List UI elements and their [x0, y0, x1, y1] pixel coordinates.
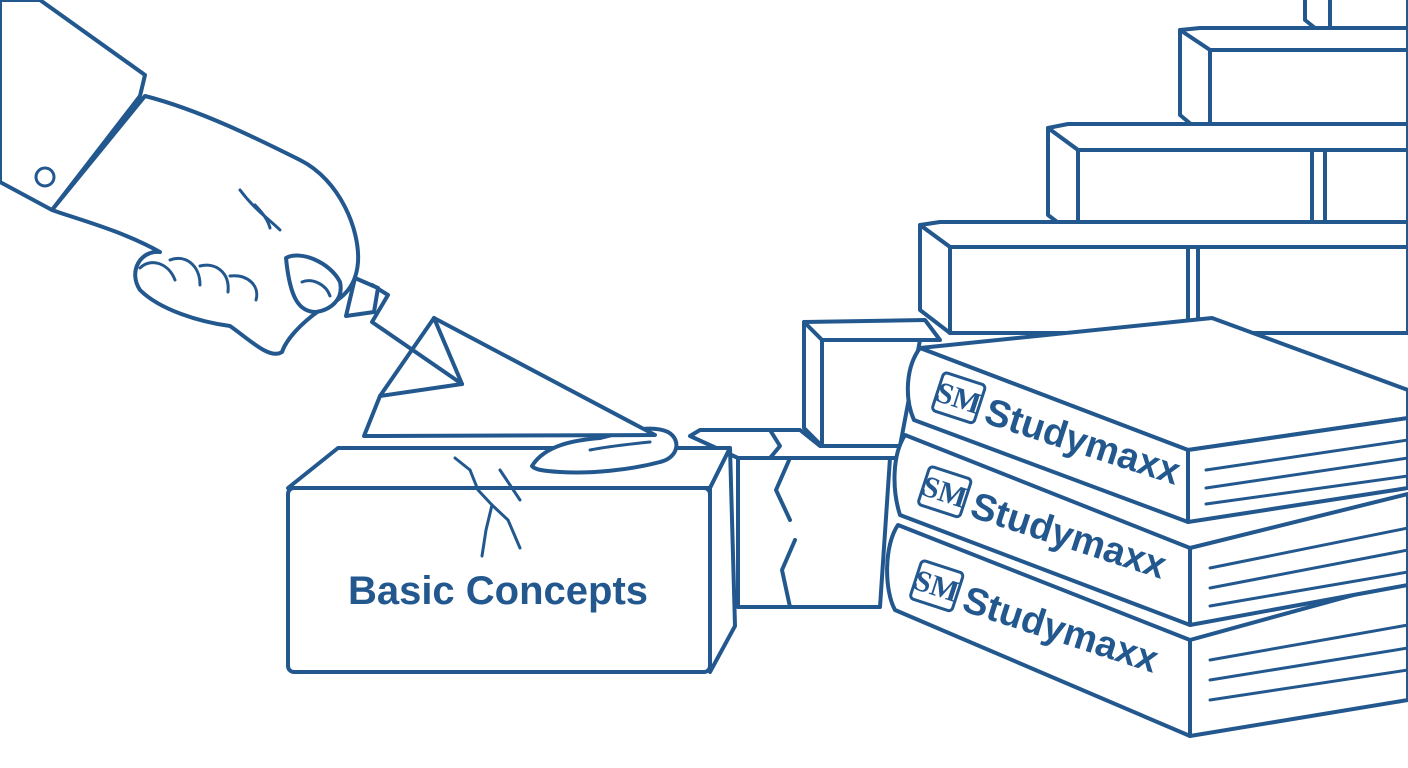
brick-wall-icon — [802, 0, 1408, 448]
book-stack-icon: SM Studymaxx SM Studymaxx — [885, 316, 1408, 738]
mortar-icon — [530, 426, 679, 475]
foundation-brick-label: Basic Concepts — [348, 569, 648, 613]
book-middle: SM Studymaxx — [892, 433, 1408, 627]
trowel-icon — [344, 276, 657, 438]
hand-icon — [0, 0, 361, 356]
book-top: SM Studymaxx — [905, 316, 1408, 524]
foundation-brick: Basic Concepts — [286, 446, 737, 674]
cracked-brick-icon — [688, 428, 902, 609]
